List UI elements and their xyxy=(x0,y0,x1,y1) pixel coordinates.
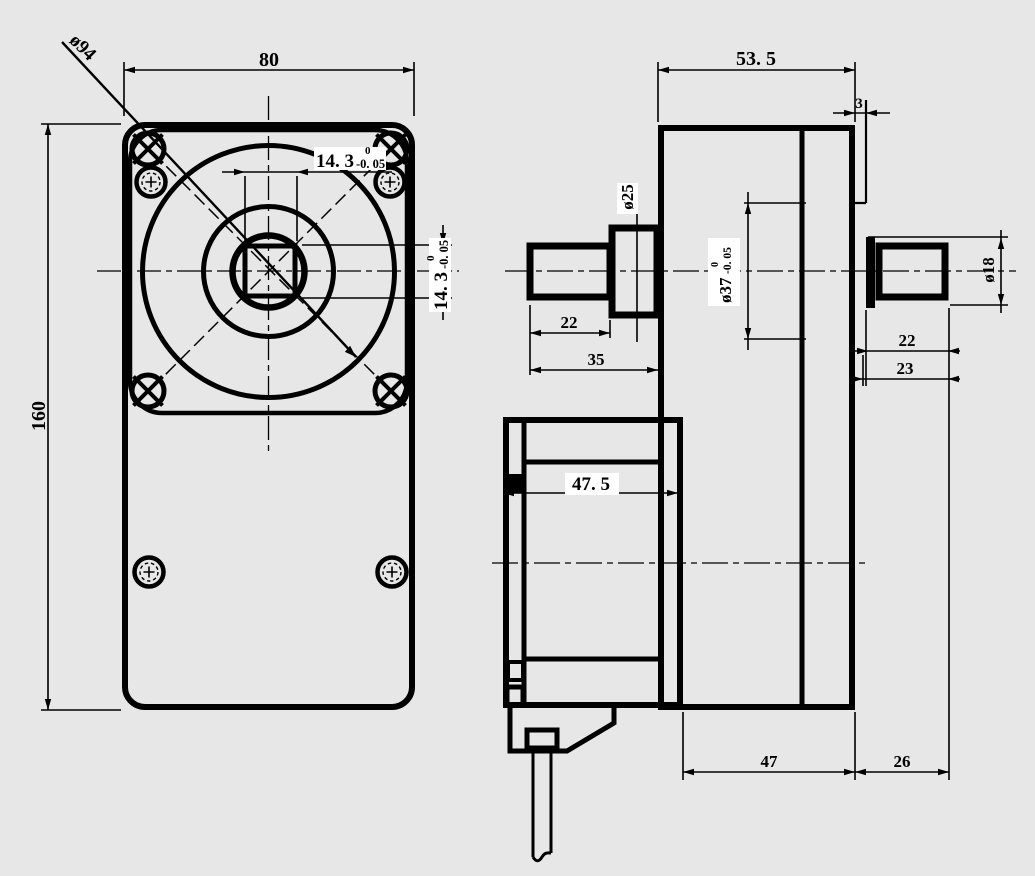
dim-143v-ext xyxy=(302,244,452,299)
dim-160-ext xyxy=(41,123,121,711)
dim-94-text: ø94 xyxy=(65,30,100,65)
dim-160-text: 160 xyxy=(28,401,50,431)
dim-143h-ext xyxy=(244,176,298,241)
motor-small-box-1 xyxy=(506,660,525,682)
rear-hub xyxy=(866,237,875,308)
motor-small-box-2 xyxy=(504,684,526,708)
dim-18-ext xyxy=(868,236,1008,306)
pilot-circle-large xyxy=(140,143,397,400)
front-diagonal-dashed xyxy=(137,137,403,403)
dim-143v-tolup: 0 xyxy=(425,255,437,261)
dim-23-text: 23 xyxy=(897,359,914,378)
tapped-hole-bottom-right xyxy=(375,555,409,589)
dim-535-ext xyxy=(657,62,856,122)
dim-94-leader xyxy=(61,41,357,358)
cable-lines xyxy=(531,748,553,857)
boss-circle-middle xyxy=(201,204,336,339)
shaft-square xyxy=(242,243,298,299)
cable-break-end xyxy=(531,851,552,863)
dim-26-text: 26 xyxy=(894,752,911,771)
leader-94-arrow xyxy=(344,345,356,357)
dim-25-text: ø25 xyxy=(618,184,637,210)
front-view xyxy=(97,96,459,710)
cable-clamp xyxy=(524,727,560,751)
dim-475-text: 47. 5 xyxy=(572,474,610,495)
dim-143h-toldn: -0. 05 xyxy=(356,157,385,171)
dim-143v-main: 14. 3 xyxy=(431,272,452,310)
dim-22l-ext xyxy=(529,305,611,375)
dim-143h-tolup: 0 xyxy=(365,145,371,157)
dimension-arrows xyxy=(44,66,1005,776)
dim-37-main: ø37 xyxy=(716,277,735,303)
dim-35-text: 35 xyxy=(588,350,605,369)
dim-22r-ext xyxy=(862,308,950,780)
dim-3-text: 3 xyxy=(855,96,863,112)
rear-plate-line xyxy=(855,100,868,205)
dimension-text: 80 160 ø94 14. 3 0 -0. 05 14. 3 0 -0. 05… xyxy=(28,30,998,771)
bolt-hole-mid-right xyxy=(372,372,410,410)
bolt-hole-mid-left xyxy=(129,372,167,410)
dim-143h-main: 14. 3 xyxy=(316,151,354,172)
connector-housing xyxy=(507,708,617,754)
tapped-hole-bottom-left xyxy=(132,555,166,589)
dim-47-ext xyxy=(682,712,856,780)
dim-18-text: ø18 xyxy=(979,257,998,283)
dimensions xyxy=(41,41,1008,780)
terminal-block xyxy=(507,474,523,493)
dim-22r-text: 22 xyxy=(899,331,916,350)
dim-143v-toldn: -0. 05 xyxy=(437,240,451,269)
side-body-outline xyxy=(658,125,855,710)
dim-37-toldn: -0. 05 xyxy=(722,247,734,274)
dim-80-text: 80 xyxy=(259,49,279,71)
label-backgrounds xyxy=(314,147,740,495)
dim-535-text: 53. 5 xyxy=(736,48,776,70)
bolt-hole-top-left xyxy=(129,130,167,168)
dim-22l-text: 22 xyxy=(561,313,578,332)
dim-47-text: 47 xyxy=(761,752,779,771)
shaft-circle xyxy=(229,232,308,311)
tapped-hole-top-left xyxy=(134,165,168,199)
tapped-hole-top-right xyxy=(373,165,407,199)
dim-37-ext xyxy=(744,202,806,340)
side-view xyxy=(492,100,1016,863)
dim-37-tolup: 0 xyxy=(710,262,721,267)
